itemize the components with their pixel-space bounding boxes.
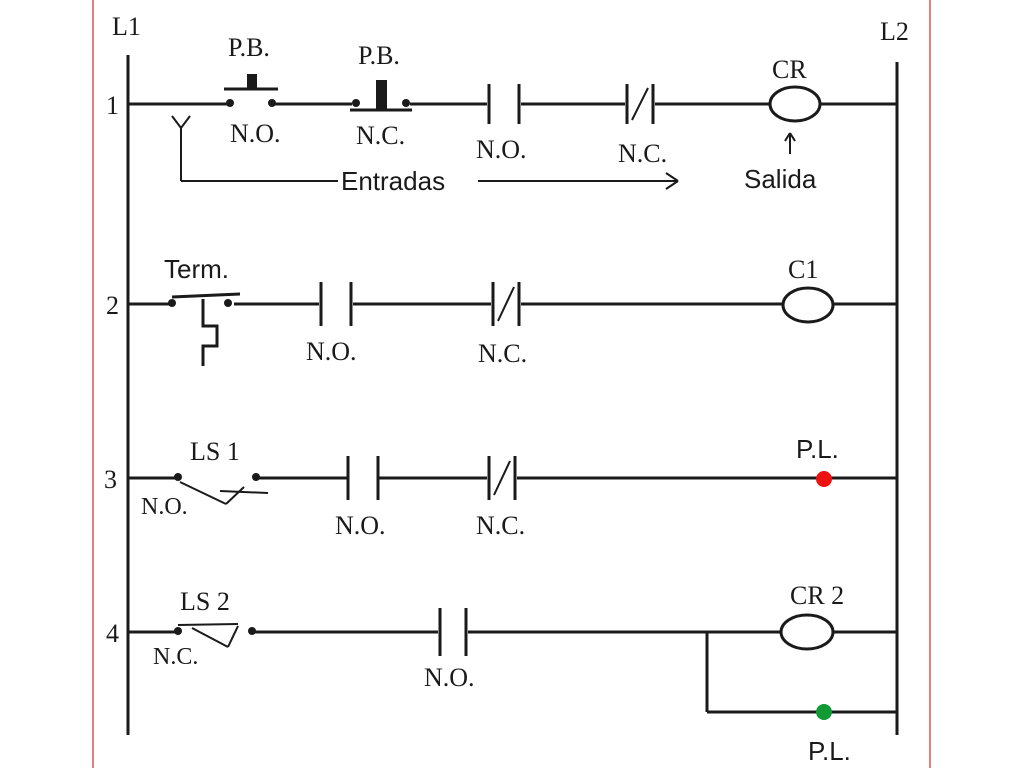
pushbutton-nc: P.B. N.C. (350, 41, 412, 150)
ls1-label: LS 1 (190, 437, 240, 466)
rung-number-4: 4 (106, 619, 119, 648)
coil-cr-label: CR (772, 55, 807, 84)
contact-no-1: N.O. (476, 84, 527, 164)
rung-1: 1 P.B. N.O. P.B. N.C. (106, 33, 897, 196)
coil-cr: CR (768, 55, 822, 123)
contact-no-2: N.O. (306, 282, 357, 366)
output-arrow: Salida (744, 132, 817, 194)
contact-no-4: N.O. (424, 608, 475, 692)
pushbutton-no: P.B. N.O. (224, 33, 281, 148)
thermal-overload: Term. (164, 254, 241, 366)
coil-c1: C1 (781, 255, 835, 324)
contact-nc-2: N.C. (478, 282, 527, 368)
pb-no-top-label: P.B. (228, 33, 270, 62)
contact-nc-3: N.C. (476, 456, 525, 540)
thermal-label: Term. (164, 254, 229, 284)
pb-nc-top-label: P.B. (358, 41, 400, 70)
contact-no-1-label: N.O. (476, 135, 527, 164)
pilot-light-red-label: P.L. (796, 434, 839, 464)
coil-cr2-label: CR 2 (790, 581, 844, 610)
contact-no-3: N.O. (335, 456, 386, 540)
pb-nc-bottom-label: N.C. (356, 121, 405, 150)
coil-cr2: CR 2 (779, 581, 844, 651)
limit-switch-ls1: LS 1 N.O. (141, 437, 269, 520)
pb-no-bottom-label: N.O. (230, 119, 281, 148)
rail-l1-label: L1 (112, 12, 141, 41)
rung-4: 4 LS 2 N.C. N.O. CR 2 (106, 581, 897, 766)
ls2-label: LS 2 (180, 587, 230, 616)
rail-l2-label: L2 (880, 17, 909, 46)
inputs-label: Entradas (341, 166, 445, 196)
pilot-light-green-label: P.L. (808, 736, 851, 766)
limit-switch-ls2: LS 2 N.C. (153, 587, 256, 670)
inputs-arrow: Entradas (171, 115, 679, 196)
rung-number-3: 3 (104, 465, 117, 494)
rung-3: 3 LS 1 N.O. N.O. N.C. (104, 434, 897, 540)
rung-2: 2 Term. N.O. N.C. C1 (106, 254, 897, 368)
contact-nc-1: N.C. (618, 84, 667, 168)
contact-nc-2-label: N.C. (478, 339, 527, 368)
rung-number-2: 2 (106, 291, 119, 320)
contact-nc-3-label: N.C. (476, 511, 525, 540)
contact-no-3-label: N.O. (335, 511, 386, 540)
rung-number-1: 1 (106, 91, 119, 120)
contact-nc-1-label: N.C. (618, 139, 667, 168)
pilot-light-green: P.L. (808, 704, 851, 766)
ls2-type-label: N.C. (153, 644, 198, 670)
coil-c1-label: C1 (788, 255, 818, 284)
pilot-light-red: P.L. (796, 434, 839, 487)
contact-no-4-label: N.O. (424, 663, 475, 692)
contact-no-2-label: N.O. (306, 337, 357, 366)
ls1-type-label: N.O. (141, 494, 188, 520)
output-label: Salida (744, 164, 817, 194)
